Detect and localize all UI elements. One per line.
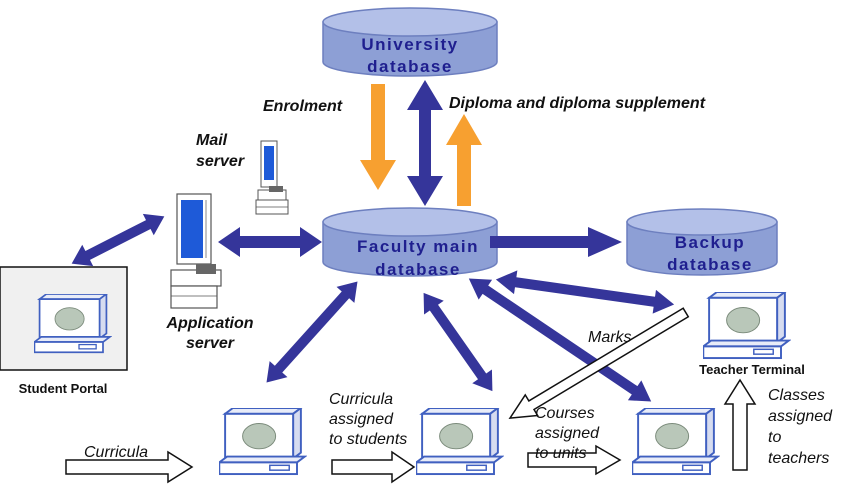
application-server-label-2: server (186, 335, 235, 352)
classes-assigned-label-2: assigned (768, 408, 833, 425)
marks-arrow (508, 307, 690, 419)
teacher-terminal-label: Teacher Terminal (699, 362, 805, 377)
curricula-input-arrow (65, 450, 194, 484)
student-portal-terminal-icon (34, 294, 111, 354)
faculty-students-terminal-arrow (423, 292, 493, 392)
courses-assigned-label-3: to units (535, 445, 587, 462)
faculty-database-label-1: Faculty main (357, 237, 479, 256)
application-server-label-1: Application (165, 315, 253, 332)
backup-database: Backup database (626, 208, 778, 276)
classes-assigned-label-1: Classes (768, 387, 825, 404)
mail-server-icon (255, 140, 289, 215)
faculty-curricula-terminal-arrow (266, 281, 358, 383)
students-terminal-icon (416, 408, 503, 476)
faculty-database-label-2: database (375, 260, 461, 279)
courses-assigned-label-2: assigned (535, 425, 600, 442)
curricula-terminal-icon (219, 408, 306, 476)
units-terminal-icon (632, 408, 719, 476)
student-portal (0, 266, 128, 371)
portal-appserver-arrow (71, 213, 165, 267)
curricula-label: Curricula (84, 444, 148, 461)
classes-assigned-arrow (723, 378, 757, 471)
curricula-assigned-label-2: assigned (329, 411, 394, 428)
student-portal-label: Student Portal (19, 381, 108, 396)
backup-database-label-2: database (667, 255, 753, 274)
enrolment-arrow (360, 84, 396, 190)
teacher-terminal-icon (703, 292, 790, 360)
curricula-assigned-label-1: Curricula (329, 391, 393, 408)
university-faculty-arrow (407, 80, 443, 206)
curricula-assigned-arrow (331, 450, 416, 484)
mail-server-label-1: Mail (196, 132, 228, 149)
faculty-main-database: Faculty main database (322, 207, 498, 279)
backup-database-label-1: Backup (675, 233, 745, 252)
appserver-faculty-arrow (218, 227, 322, 257)
curricula-assigned-label-3: to students (329, 431, 407, 448)
university-database-label-2: database (367, 57, 453, 76)
faculty-teacher-arrow (495, 270, 675, 314)
university-database-label-1: University (361, 35, 458, 54)
courses-assigned-arrow (527, 444, 622, 476)
diploma-label: Diploma and diploma supplement (449, 95, 706, 112)
mail-server-label-2: server (196, 153, 245, 170)
courses-assigned-label-1: Courses (535, 405, 595, 422)
classes-assigned-label-3: to (768, 429, 781, 446)
classes-assigned-label-4: teachers (768, 450, 829, 467)
faculty-units-terminal-arrow (468, 278, 652, 402)
diploma-arrow (446, 114, 482, 206)
enrolment-label: Enrolment (263, 98, 343, 115)
marks-label: Marks (588, 329, 632, 346)
application-server-icon (170, 193, 222, 309)
faculty-backup-arrow (490, 227, 622, 257)
university-database: University database (322, 7, 498, 77)
